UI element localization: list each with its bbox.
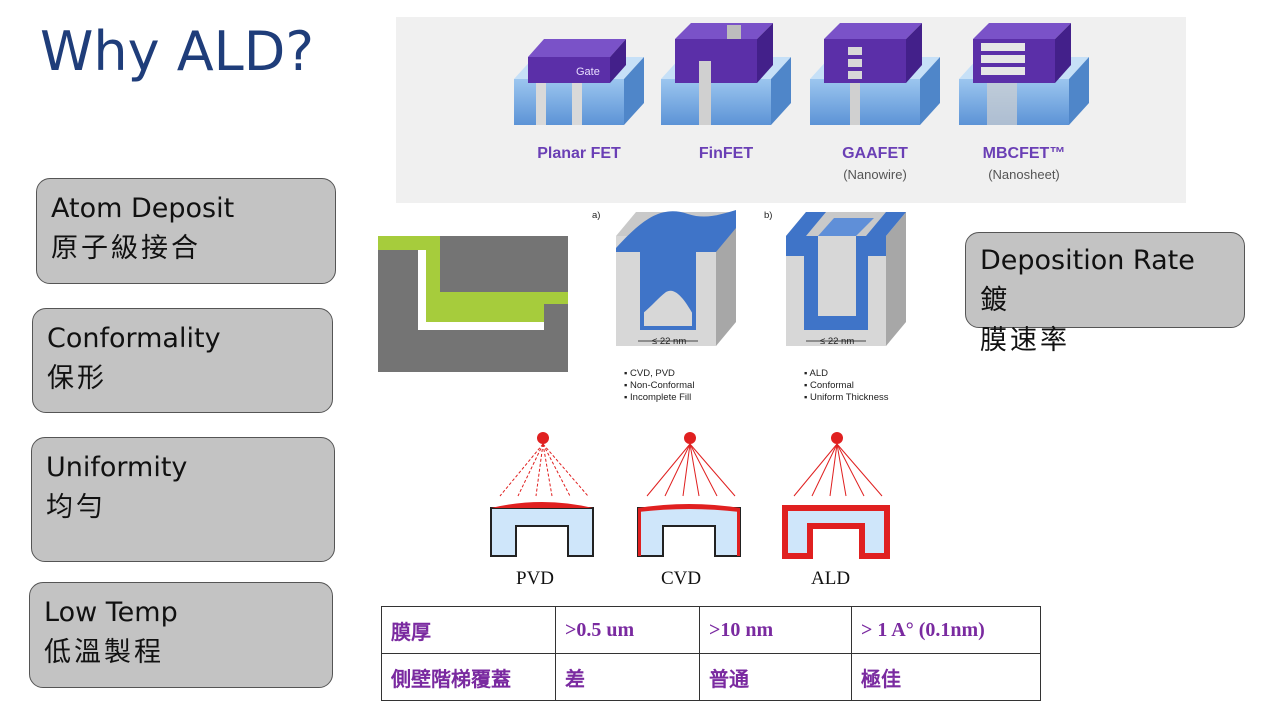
concept-line1: Deposition Rate 鍍 (980, 245, 1195, 316)
concept-en: Uniformity (46, 452, 188, 483)
table-cell: 側壁階梯覆蓋 (381, 653, 556, 701)
concept-box-conformality: Conformality 保形 (32, 308, 333, 413)
fet-sub-mbcfet: (Nanosheet) (988, 167, 1060, 182)
trench-b-bullet-3: ▪ Uniform Thickness (804, 392, 889, 403)
gate-text: Gate (576, 66, 600, 78)
table-cell: >10 nm (699, 606, 852, 654)
pvd-diagram (490, 432, 594, 557)
concept-box-low-temp: Low Temp 低溫製程 (29, 582, 333, 688)
fet-label-finfet: FinFET (698, 145, 754, 162)
trench-b-bullet-2: ▪ Conformal (804, 380, 854, 391)
concept-zh: 原子級接合 (51, 233, 201, 264)
slide-title: Why ALD? (40, 20, 315, 83)
method-label-pvd: PVD (516, 568, 555, 589)
trench-b-conformal (786, 212, 906, 346)
trench-comparison-figure: a) ≤ 22 nm ▪ CVD, PVD ▪ Non-Conformal ▪ … (592, 210, 906, 403)
concept-box-uniformity: Uniformity 均勻 (31, 437, 335, 562)
trench-b-width: ≤ 22 nm (820, 336, 854, 347)
fet-sub-gaafet: (Nanowire) (843, 167, 907, 182)
trench-a-nonconformal (616, 210, 736, 346)
trench-a-bullet-1: ▪ CVD, PVD (624, 368, 675, 379)
table-cell: 極佳 (851, 653, 1041, 701)
method-label-ald: ALD (811, 568, 851, 589)
trench-b-bullet-1: ▪ ALD (804, 368, 828, 379)
table-row: 膜厚 >0.5 um >10 nm > 1 A° (0.1nm) (381, 606, 1041, 654)
cvd-diagram (637, 432, 741, 557)
trench-b-tag: b) (764, 210, 772, 221)
finfet-illustration (661, 23, 791, 125)
table-cell: > 1 A° (0.1nm) (851, 606, 1041, 654)
trench-a-bullet-2: ▪ Non-Conformal (624, 380, 694, 391)
concept-zh: 均勻 (46, 492, 106, 523)
trench-a-tag: a) (592, 210, 600, 221)
transistor-panel: Gate (396, 17, 1186, 203)
planar-fet-illustration: Gate (514, 39, 644, 125)
concept-en: Conformality (47, 323, 221, 354)
ald-diagram (782, 432, 890, 559)
transistor-illustrations: Gate (514, 23, 1089, 125)
method-label-cvd: CVD (661, 568, 702, 589)
trench-a-bullet-3: ▪ Incomplete Fill (624, 392, 691, 403)
concept-en: Low Temp (44, 597, 178, 628)
table-cell: 差 (555, 653, 700, 701)
concept-en: Atom Deposit (51, 193, 235, 224)
concept-box-atom-deposit: Atom Deposit 原子級接合 (36, 178, 336, 284)
concept-zh: 低溫製程 (44, 637, 164, 668)
gaafet-illustration (810, 23, 940, 125)
concept-line2: 膜速率 (980, 325, 1070, 356)
trench-a-width: ≤ 22 nm (652, 336, 686, 347)
table-cell: 普通 (699, 653, 852, 701)
table-cell: 膜厚 (381, 606, 556, 654)
fet-label-planar: Planar FET (537, 145, 621, 162)
mbcfet-illustration (959, 23, 1089, 125)
table-cell: >0.5 um (555, 606, 700, 654)
fet-label-mbcfet: MBCFET™ (982, 145, 1066, 162)
concept-box-deposition-rate: Deposition Rate 鍍 膜速率 (965, 232, 1245, 356)
table-row: 側壁階梯覆蓋 差 普通 極佳 (381, 653, 1041, 701)
conformal-film-crosssection (378, 236, 568, 372)
concept-zh: 保形 (47, 363, 107, 394)
fet-label-gaafet: GAAFET (842, 145, 908, 162)
deposition-methods-diagram (490, 432, 890, 559)
comparison-table: 膜厚 >0.5 um >10 nm > 1 A° (0.1nm) 側壁階梯覆蓋 … (381, 606, 1041, 701)
